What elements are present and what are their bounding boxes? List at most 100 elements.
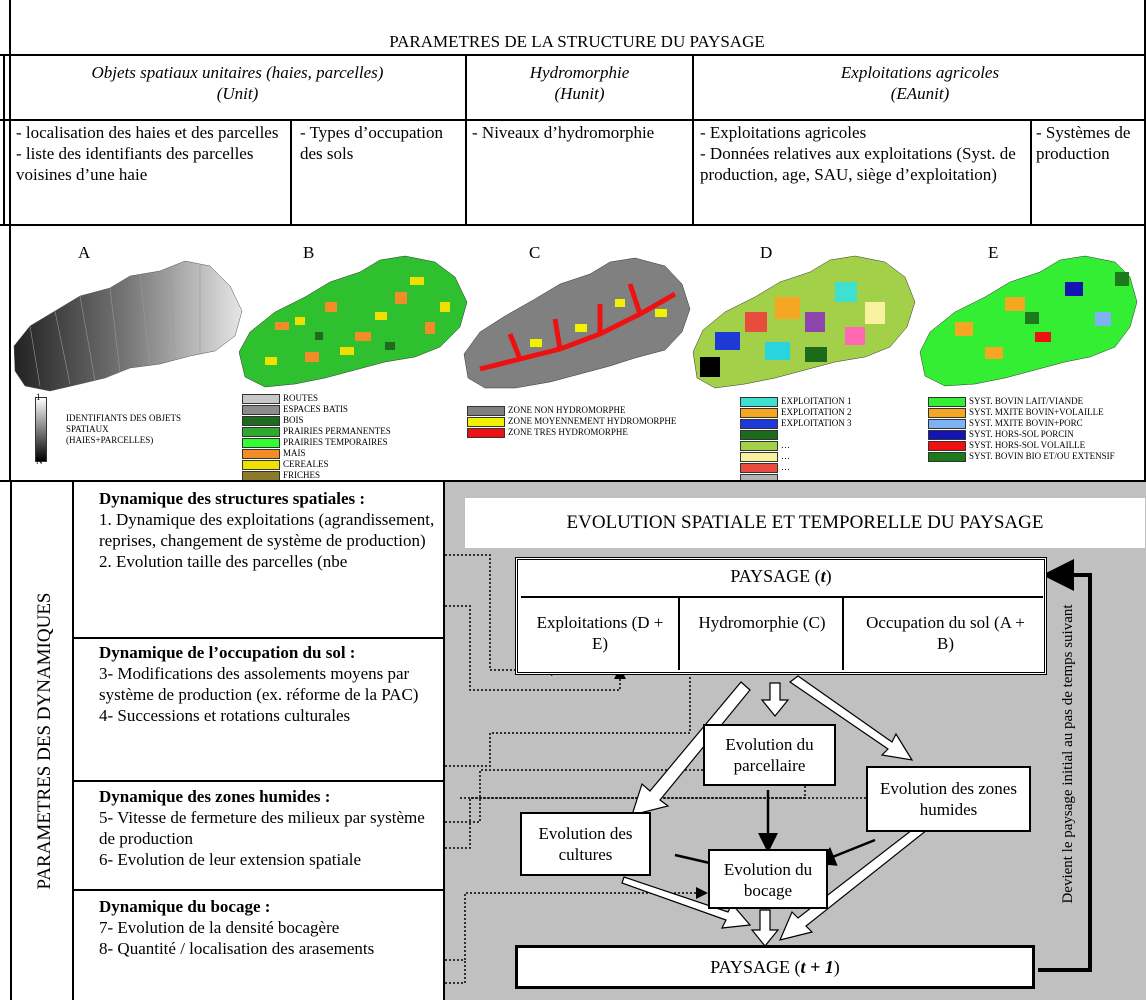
legend-b-label: PRAIRIES TEMPORAIRES — [283, 437, 388, 447]
legend-d-swatch — [740, 407, 778, 418]
flow-title: EVOLUTION SPATIALE ET TEMPORELLE DU PAYS… — [465, 498, 1145, 548]
box-evo-zones: Evolution des zones humides — [866, 766, 1031, 832]
legend-e-item: SYST. MXITE BOVIN+VOLAILLE — [928, 407, 1115, 418]
map-label-d: D — [760, 243, 773, 262]
legend-d-item: … — [740, 440, 853, 451]
legend-b-label: MAIS — [283, 448, 306, 458]
legend-d-label: EXPLOITATION 3 — [781, 418, 852, 428]
legend-a-top: 1 — [36, 392, 41, 402]
legend-a-text: IDENTIFIANTS DES OBJETS SPATIAUX (HAIES+… — [66, 413, 182, 445]
legend-b-item: PRAIRIES TEMPORAIRES — [242, 437, 391, 448]
legend-c-swatch — [467, 416, 505, 427]
legend-c-swatch — [467, 405, 505, 416]
legend-c-swatch — [467, 427, 505, 438]
legend-e-label: SYST. BOVIN BIO ET/OU EXTENSIF — [969, 451, 1115, 461]
flow-side-note: Devient le paysage initial au pas de tem… — [1060, 604, 1076, 904]
unit-header: Objets spatiaux unitaires (haies, parcel… — [91, 63, 384, 103]
legend-e-label: SYST. MXITE BOVIN+PORC — [969, 418, 1083, 428]
legend-d-item — [740, 429, 853, 440]
legend-b-item: BOIS — [242, 415, 391, 426]
box-exploitations: Exploitations (D + E) — [536, 613, 664, 653]
structure-title: PARAMETRES DE LA STRUCTURE DU PAYSAGE — [389, 32, 765, 51]
map-b-landuse — [238, 255, 468, 388]
legend-d-item: … — [740, 451, 853, 462]
ea-data-text: - Exploitations agricoles - Données rela… — [700, 123, 1016, 184]
legend-d-swatch — [740, 429, 778, 440]
legend-c-label: ZONE MOYENNEMENT HYDROMORPHE — [508, 416, 677, 426]
legend-d-swatch — [740, 418, 778, 429]
legend-c-label: ZONE TRES HYDROMORPHE — [508, 427, 628, 437]
legend-b-swatch — [242, 404, 280, 415]
legend-b-label: ROUTES — [283, 393, 319, 403]
legend-a-gradient — [35, 397, 47, 462]
legend-d-swatch — [740, 440, 778, 451]
map-c-hydromorphy — [463, 257, 691, 389]
legend-b-label: FRICHES — [283, 470, 321, 480]
legend-e-swatch — [928, 451, 966, 462]
legend-c-item: ZONE TRES HYDROMORPHE — [467, 427, 676, 438]
paysage-t-box — [515, 557, 1047, 675]
legend-e-swatch — [928, 429, 966, 440]
box-evo-parcellaire: Evolution du parcellaire — [703, 724, 836, 786]
legend-b-item: PRAIRIES PERMANENTES — [242, 426, 391, 437]
legend-d-item: EXPLOITATION 1 — [740, 396, 853, 407]
legend-e-swatch — [928, 396, 966, 407]
legend-d-swatch — [740, 451, 778, 462]
legend-d-item: EXPLOITATION 3 — [740, 418, 853, 429]
legend-b-item: MAIS — [242, 448, 391, 459]
map-label-e: E — [988, 243, 999, 262]
legend-d-swatch — [740, 396, 778, 407]
legend-e-swatch — [928, 407, 966, 418]
dyn-block-occupation: Dynamique de l’occupation du sol : 3- Mo… — [99, 643, 419, 725]
legend-d-label: … — [781, 451, 790, 461]
legend-d-item: … — [740, 462, 853, 473]
unit-types-text: - Types d’occupation des sols — [300, 123, 443, 163]
legend-d-item: EXPLOITATION 2 — [740, 407, 853, 418]
paysage-t-title: PAYSAGE (t) — [730, 566, 832, 586]
map-d-farms — [692, 255, 916, 389]
legend-b-item: ESPACES BATIS — [242, 404, 391, 415]
legend-b-swatch — [242, 393, 280, 404]
legend-c-item: ZONE MOYENNEMENT HYDROMORPHE — [467, 416, 676, 427]
legend-e-label: SYST. HORS-SOL PORCIN — [969, 429, 1074, 439]
map-a-identifiers — [13, 260, 243, 392]
legend-e-label: SYST. HORS-SOL VOLAILLE — [969, 440, 1086, 450]
unit-location-text: - localisation des haies et des parcelle… — [16, 123, 279, 184]
legend-d-label: EXPLOITATION 2 — [781, 407, 852, 417]
legend-b-swatch — [242, 459, 280, 470]
ea-header: Exploitations agricoles (EAunit) — [840, 63, 1000, 103]
paysage-t1-box: PAYSAGE (t + 1) — [515, 945, 1035, 989]
map-e-systems — [919, 255, 1138, 387]
dyn-block-wetlands: Dynamique des zones humides : 5- Vitesse… — [99, 787, 425, 869]
legend-e-label: SYST. BOVIN LAIT/VIANDE — [969, 396, 1084, 406]
legend-b-swatch — [242, 415, 280, 426]
legend-e-label: SYST. MXITE BOVIN+VOLAILLE — [969, 407, 1104, 417]
legend-d-label: … — [781, 440, 790, 450]
legend-b-label: BOIS — [283, 415, 304, 425]
legend-e-item: SYST. HORS-SOL VOLAILLE — [928, 440, 1115, 451]
structure-table — [9, 0, 1146, 482]
legend-e-item: SYST. BOVIN LAIT/VIANDE — [928, 396, 1115, 407]
legend-b-item: ROUTES — [242, 393, 391, 404]
legend-e-item: SYST. BOVIN BIO ET/OU EXTENSIF — [928, 451, 1115, 462]
legend-e-swatch — [928, 440, 966, 451]
hydro-header: Hydromorphie (Hunit) — [529, 63, 630, 103]
hydro-levels-text: - Niveaux d’hydromorphie — [472, 123, 655, 142]
legend-b-item: CEREALES — [242, 459, 391, 470]
legend-c-item: ZONE NON HYDROMORPHE — [467, 405, 676, 416]
legend-e-item: SYST. MXITE BOVIN+PORC — [928, 418, 1115, 429]
legend-b-swatch — [242, 437, 280, 448]
dyn-block-structures: Dynamique des structures spatiales : 1. … — [99, 489, 435, 571]
legend-e-swatch — [928, 418, 966, 429]
ea-systems-text: - Systèmes de production — [1036, 123, 1131, 163]
legend-b-label: CEREALES — [283, 459, 329, 469]
legend-d-swatch — [740, 462, 778, 473]
legend-b-swatch — [242, 426, 280, 437]
legend-d-label: … — [781, 462, 790, 472]
map-label-b: B — [303, 243, 315, 262]
legend-a-bottom: N — [36, 456, 43, 466]
